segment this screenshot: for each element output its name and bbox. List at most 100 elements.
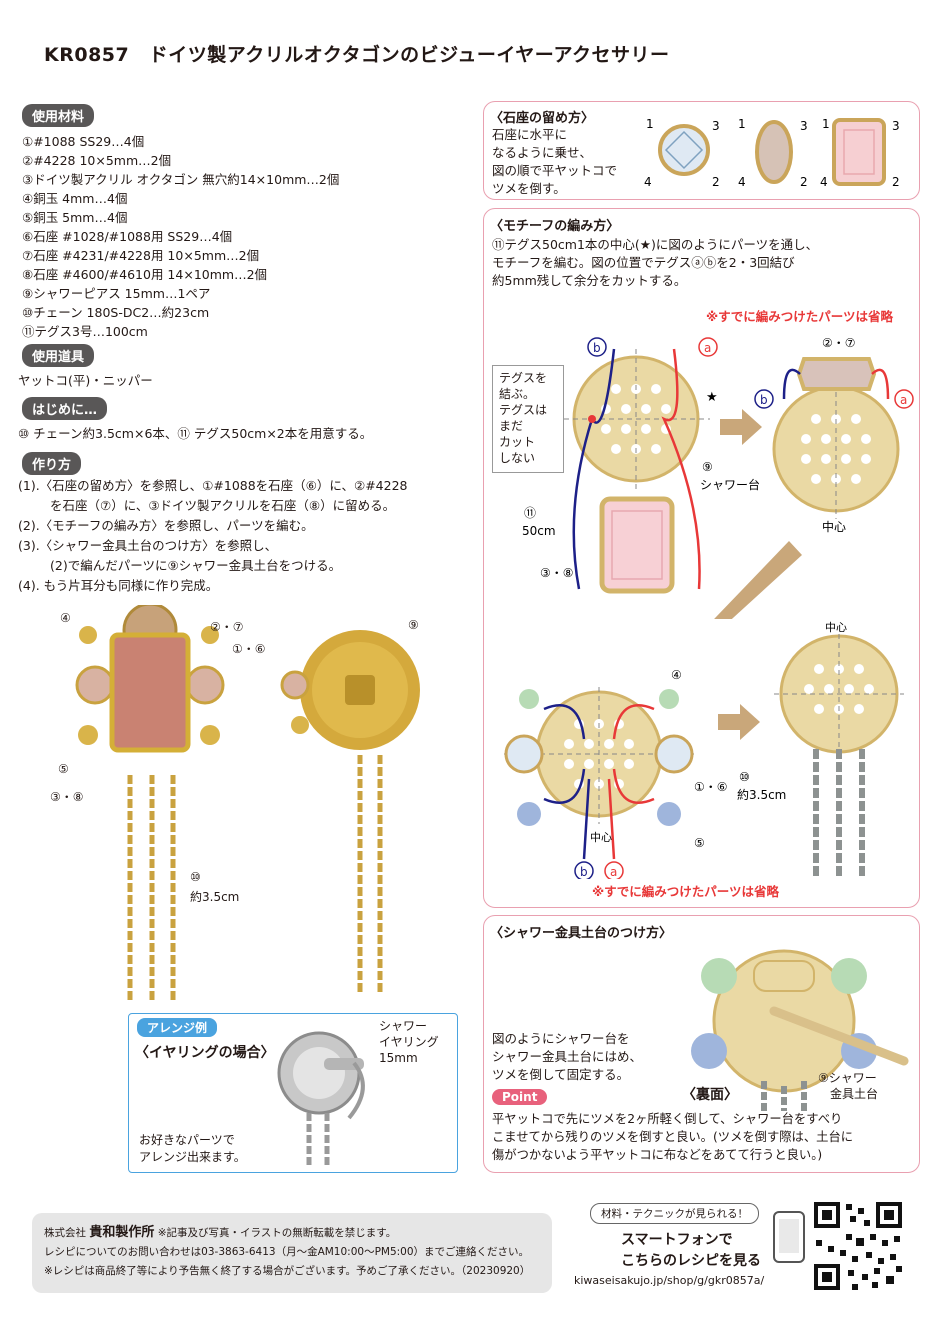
company-prefix: 株式会社 [44, 1227, 86, 1239]
material-item: ⑨シャワーピアス 15mm…1ペア [22, 286, 211, 301]
qr-code-icon[interactable] [812, 1200, 904, 1292]
footer-info: 株式会社 貴和製作所 ※記事及び写真・イラストの無断転載を禁じます。 レシピにつ… [32, 1213, 552, 1293]
material-item: ④銅玉 4mm…4個 [22, 191, 128, 206]
page-title: KR0857 ドイツ製アクリルオクタゴンのビジューイヤーアクセサリー [44, 44, 670, 66]
step-1b: を石座（⑦）に、③ドイツ製アクリルを石座（⑧）に留める。 [50, 498, 396, 513]
shower-part-label: ⑨シャワー 金具土台 [818, 1071, 879, 1101]
steps-header: 作り方 [22, 452, 82, 475]
intro-header: はじめに… [22, 397, 108, 420]
round-stone-right [654, 734, 694, 774]
label-38: ③・⑧ [540, 566, 574, 580]
recipe-url[interactable]: kiwaseisakujo.jp/shop/g/gkr0857a/ [574, 1274, 765, 1287]
shower-panel: 〈シャワー金具土台のつけ方〉 図のようにシャワー台を シャワー金具土台にはめ、 … [483, 915, 920, 1173]
small-stone-27 [796, 357, 877, 391]
photo-label-27: ②・⑦ [210, 620, 244, 634]
ball-5 [78, 725, 98, 745]
setting-num-4: 4 [644, 175, 652, 189]
front-earring [75, 605, 225, 1000]
label-4: ④ [671, 668, 682, 682]
octagon-stone [109, 632, 191, 753]
step-3b: (2)で編んだパーツに⑨シャワー金具土台をつける。 [50, 558, 342, 573]
step-1a: (1).〈石座の留め方〉を参照し、①#1088を石座（⑥）に、②#4228 [18, 478, 408, 493]
step-3a: (3).〈シャワー金具土台のつけ方〉を参照し、 [18, 538, 278, 553]
label-center-2: 中心 [590, 831, 612, 844]
photo-label-16: ①・⑥ [232, 642, 266, 656]
setting-num-3: 3 [712, 119, 720, 133]
tools-header: 使用道具 [22, 344, 95, 367]
shower-text: 図のようにシャワー台を シャワー金具土台にはめ、 ツメを倒して固定する。 [492, 1031, 643, 1082]
steps-text: (1).〈石座の留め方〉を参照し、①#1088を石座（⑥）に、②#4228 を石… [18, 476, 408, 596]
shower-title: 〈シャワー金具土台のつけ方〉 [490, 926, 673, 941]
product-photo [75, 605, 420, 1000]
sp-line-2[interactable]: こちらのレシピを見る [621, 1253, 761, 1269]
material-item: ⑤銅玉 5mm…4個 [22, 210, 128, 225]
label-shower: シャワー台 [700, 477, 760, 492]
svg-text:2: 2 [892, 175, 900, 189]
round-stone-left [504, 734, 544, 774]
label-a-1: a [704, 341, 711, 355]
back-label: 〈裏面〉 [682, 1087, 738, 1103]
svg-text:a: a [900, 393, 907, 407]
photo-label-9: ⑨ [408, 618, 419, 632]
round-setting: 1 3 4 2 [644, 117, 720, 189]
company-name: 貴和製作所 [89, 1225, 155, 1240]
chains-diagram [813, 749, 865, 877]
svg-text:1: 1 [822, 117, 830, 131]
label-star: ★ [706, 390, 718, 405]
svg-text:a: a [610, 865, 617, 879]
point-badge: Point [492, 1089, 548, 1105]
pliers [769, 1006, 909, 1066]
point-text: 平ヤットコで先にツメを2ヶ所軽く倒して、シャワー台をすべり こませてから残りのツ… [492, 1112, 854, 1162]
contact-text: レシピについてのお問い合わせは03-3863-6413（月〜金AM10:00〜P… [44, 1246, 530, 1258]
arrow-right-2 [718, 704, 760, 740]
sp-line-1[interactable]: スマートフォンで [621, 1232, 733, 1248]
label-center-1: 中心 [822, 519, 846, 534]
photo-label-10-length: 約3.5cm [190, 890, 240, 904]
arrange-part-label: シャワー イヤリング 15mm [379, 1019, 439, 1065]
tools-text: ヤットコ(平)・ニッパー [18, 373, 153, 388]
material-item: ⑪テグス3号…100cm [22, 324, 148, 339]
thread-b [572, 348, 616, 590]
bead-4-right [659, 689, 679, 709]
omit-note-top: ※すでに編みつけたパーツは省略 [706, 309, 894, 324]
smartphone-icon [773, 1211, 805, 1263]
photo-label-4: ④ [60, 611, 71, 625]
material-item: ⑧石座 #4600/#4610用 14×10mm…2個 [22, 267, 268, 282]
arrow-diagonal [714, 541, 802, 619]
label-9: ⑨ [702, 460, 713, 474]
intro-section: はじめに… [22, 397, 108, 420]
label-50cm: 50cm [522, 524, 556, 538]
intro-text: ⑩ チェーン約3.5cm×6本、⑪ テグス50cm×2本を用意する。 [18, 426, 373, 441]
material-item: ②#4228 10×5mm…2個 [22, 153, 172, 168]
svg-text:2: 2 [800, 175, 808, 189]
photo-label-5: ⑤ [58, 762, 69, 776]
setting-diagram: 1 3 4 2 1 3 4 2 1 3 4 2 [644, 117, 900, 189]
left-stone [75, 665, 115, 705]
svg-text:3: 3 [892, 119, 900, 133]
octagon-diagram [599, 496, 675, 594]
setting-title: 〈石座の留め方〉 [490, 111, 595, 126]
label-10: ⑩ [739, 770, 750, 784]
label-27: ②・⑦ [822, 336, 856, 350]
motif-panel: 〈モチーフの編み方〉 ⑪テグス50cm1本の中心(★)に図のようにパーツを通し、… [483, 208, 920, 908]
label-11: ⑪ [524, 506, 536, 520]
omit-note-bottom: ※すでに編みつけたパーツは省略 [592, 884, 780, 899]
arrow-right-1 [720, 409, 762, 445]
motif-text: ⑪テグス50cm1本の中心(★)に図のようにパーツを通し、 モチーフを編む。図の… [492, 237, 819, 288]
steps-section: 作り方 [22, 452, 82, 475]
navette-setting: 1 3 4 2 [738, 117, 808, 189]
arrange-badge: アレンジ例 [137, 1018, 218, 1037]
motif-step1-diagram: b a ★ ⑨ シャワー台 ⑪ 50cm ③・⑧ ②・⑦ 中心 b a [522, 336, 914, 619]
footer-bubble: 材料・テクニックが見られる！ [590, 1203, 759, 1224]
material-item: ①#1088 SS29…4個 [22, 134, 145, 149]
tools-section: 使用道具 [22, 344, 95, 367]
step-4: (4). もう片耳分も同様に作り完成。 [18, 578, 219, 593]
photo-label-10: ⑩ [190, 870, 201, 884]
setting-num-2: 2 [712, 175, 720, 189]
step-2: (2).〈モチーフの編み方〉を参照し、パーツを編む。 [18, 518, 314, 533]
material-item: ⑦石座 #4231/#4228用 10×5mm…2個 [22, 248, 260, 263]
materials-header: 使用材料 [22, 104, 95, 127]
right-stone [185, 665, 225, 705]
